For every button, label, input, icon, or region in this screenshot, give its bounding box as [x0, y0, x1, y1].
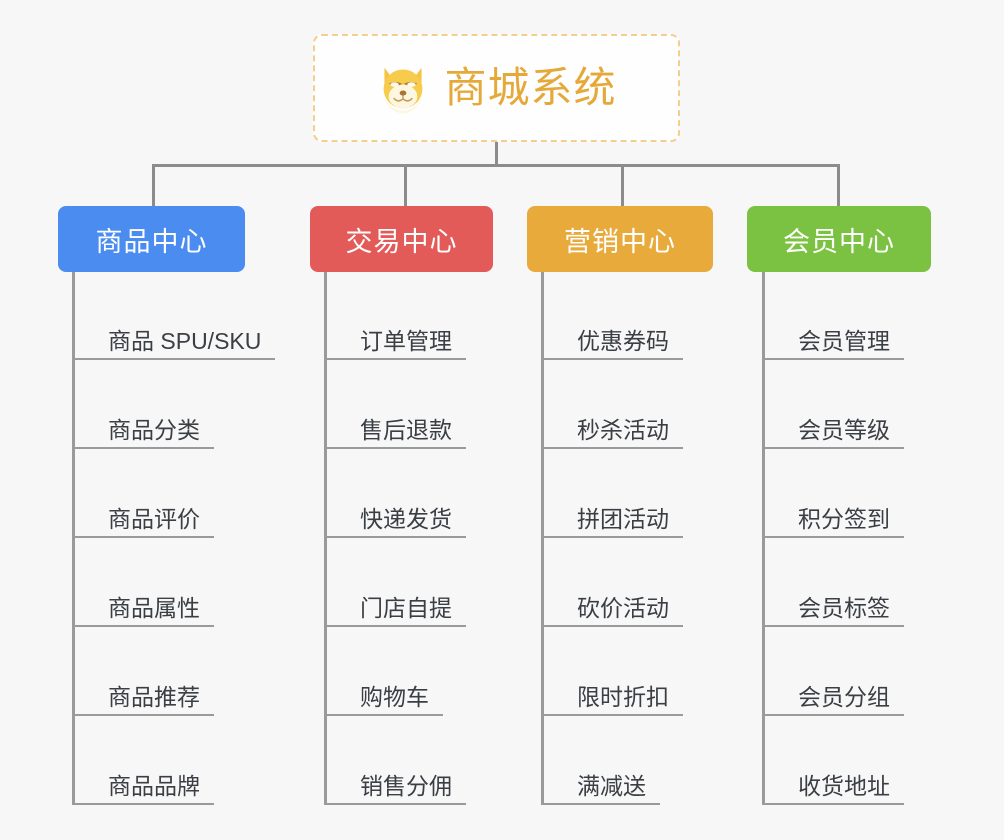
leaf-label: 会员标签	[798, 594, 890, 621]
leaf-label: 商品 SPU/SKU	[108, 327, 262, 354]
leaf-item[interactable]: 快递发货	[324, 472, 466, 538]
branch-column-3: 会员管理 会员等级 积分签到 会员标签 会员分组 收货地址	[762, 272, 962, 832]
leaf-item[interactable]: 购物车	[324, 650, 443, 716]
leaf-item[interactable]: 会员等级	[762, 383, 904, 449]
leaf-item[interactable]: 销售分佣	[324, 739, 466, 805]
connector-drop-2	[404, 164, 407, 206]
leaf-item[interactable]: 商品评价	[72, 472, 214, 538]
category-label-0: 商品中心	[95, 226, 208, 257]
leaf-label: 售后退款	[360, 416, 452, 443]
connector-root-stem	[495, 142, 498, 166]
connector-drop-4	[837, 164, 840, 206]
root-title: 商城系统	[444, 64, 617, 111]
leaf-item[interactable]: 商品品牌	[72, 739, 214, 805]
leaf-label: 快递发货	[360, 505, 452, 532]
leaf-item[interactable]: 限时折扣	[541, 650, 683, 716]
leaf-label: 销售分佣	[360, 772, 452, 799]
branch-spine-0	[72, 272, 75, 804]
leaf-label: 积分签到	[798, 505, 890, 532]
connector-drop-1	[152, 164, 155, 206]
leaf-label: 购物车	[360, 683, 429, 710]
leaf-label: 会员等级	[798, 416, 890, 443]
leaf-label: 满减送	[577, 772, 646, 799]
leaf-item[interactable]: 商品推荐	[72, 650, 214, 716]
leaf-item[interactable]: 收货地址	[762, 739, 904, 805]
leaf-item[interactable]: 砍价活动	[541, 561, 683, 627]
leaf-item[interactable]: 订单管理	[324, 294, 466, 360]
leaf-item[interactable]: 商品 SPU/SKU	[72, 294, 276, 360]
leaf-item[interactable]: 商品分类	[72, 383, 214, 449]
dog-face-icon	[384, 67, 423, 114]
category-label-1: 交易中心	[345, 226, 458, 257]
leaf-label: 收货地址	[798, 772, 890, 799]
leaf-item[interactable]: 会员管理	[762, 294, 904, 360]
leaf-label: 商品分类	[108, 416, 200, 443]
category-box-3[interactable]: 会员中心	[747, 206, 931, 272]
leaf-item[interactable]: 会员分组	[762, 650, 904, 716]
leaf-item[interactable]: 售后退款	[324, 383, 466, 449]
category-box-1[interactable]: 交易中心	[310, 206, 493, 272]
leaf-label: 商品评价	[108, 505, 200, 532]
leaf-item[interactable]: 积分签到	[762, 472, 904, 538]
leaf-label: 限时折扣	[577, 683, 669, 710]
branch-column-1: 订单管理 售后退款 快递发货 门店自提 购物车 销售分佣	[324, 272, 524, 832]
leaf-label: 订单管理	[360, 327, 452, 354]
leaf-item[interactable]: 会员标签	[762, 561, 904, 627]
leaf-item[interactable]: 门店自提	[324, 561, 466, 627]
leaf-label: 商品品牌	[108, 772, 200, 799]
branch-column-0: 商品 SPU/SKU 商品分类 商品评价 商品属性 商品推荐 商品品牌	[72, 272, 292, 832]
leaf-item[interactable]: 拼团活动	[541, 472, 683, 538]
connector-drop-3	[621, 164, 624, 206]
leaf-label: 商品推荐	[108, 683, 200, 710]
leaf-label: 优惠券码	[577, 327, 669, 354]
leaf-label: 砍价活动	[577, 594, 669, 621]
branch-spine-3	[762, 272, 765, 804]
branch-column-2: 优惠券码 秒杀活动 拼团活动 砍价活动 限时折扣 满减送	[541, 272, 741, 832]
leaf-label: 会员管理	[798, 327, 890, 354]
leaf-label: 拼团活动	[577, 505, 669, 532]
branch-spine-2	[541, 272, 544, 804]
leaf-item[interactable]: 秒杀活动	[541, 383, 683, 449]
leaf-label: 门店自提	[360, 594, 452, 621]
category-label-2: 营销中心	[564, 226, 676, 257]
connector-horizontal-bus	[152, 164, 840, 167]
branch-spine-1	[324, 272, 327, 804]
category-label-3: 会员中心	[783, 226, 895, 257]
leaf-label: 会员分组	[798, 683, 890, 710]
category-box-2[interactable]: 营销中心	[527, 206, 713, 272]
leaf-label: 秒杀活动	[577, 416, 669, 443]
leaf-label: 商品属性	[108, 594, 200, 621]
category-box-0[interactable]: 商品中心	[58, 206, 245, 272]
leaf-item[interactable]: 商品属性	[72, 561, 214, 627]
leaf-item[interactable]: 满减送	[541, 739, 660, 805]
leaf-item[interactable]: 优惠券码	[541, 294, 683, 360]
root-node[interactable]: 商城系统	[313, 34, 680, 142]
